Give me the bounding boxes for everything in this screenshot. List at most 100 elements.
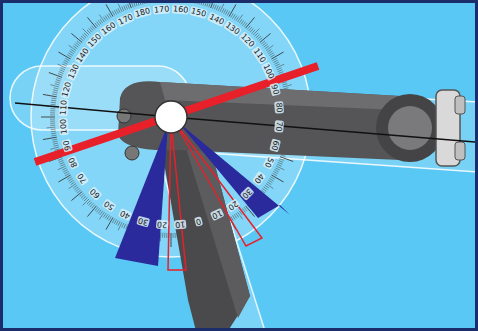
protractor-tick [50, 114, 55, 115]
protractor-tick [43, 94, 57, 96]
protractor-tick [253, 29, 259, 35]
protractor-tick [278, 70, 283, 72]
protractor-tick [83, 34, 87, 37]
protractor-tick [53, 92, 58, 93]
protractor-tick [51, 129, 56, 131]
protractor-tick [116, 220, 118, 224]
protractor-tick [261, 41, 265, 44]
protractor-tick [112, 218, 114, 222]
protractor-tick [266, 45, 273, 50]
protractor-tick [124, 224, 126, 229]
protractor-tick [283, 84, 288, 85]
protractor-tick [280, 157, 293, 162]
protractor-tick [265, 185, 269, 188]
protractor-tick [279, 72, 284, 74]
protractor-tick [218, 6, 220, 11]
protractor-tick [236, 17, 239, 21]
protractor-tick [46, 127, 55, 129]
protractor-tick [175, 233, 176, 238]
protractor-tick [107, 14, 110, 18]
protractor-tick [109, 13, 112, 17]
scale-number: 20 [155, 220, 168, 230]
protractor-tick [54, 145, 59, 146]
protractor-tick [51, 100, 56, 102]
protractor-tick [118, 221, 120, 225]
protractor-tick [274, 170, 278, 172]
protractor-tick [114, 10, 116, 14]
protractor-tick [257, 36, 261, 39]
protractor-tick [103, 17, 106, 21]
protractor-tick [238, 212, 243, 219]
protractor-tick [171, 233, 172, 247]
protractor-tick [277, 68, 282, 70]
protractor-tick [50, 121, 55, 122]
protractor-tick [52, 139, 57, 141]
protractor-tick [60, 68, 65, 70]
protractor-tick [73, 46, 77, 49]
protractor-tick [209, 3, 211, 8]
protractor-tick [128, 4, 130, 9]
protractor-tick [275, 64, 279, 66]
protractor-tick [284, 88, 289, 89]
protractor-tick [76, 43, 80, 46]
protractor-tick [126, 5, 128, 10]
protractor-tick [114, 219, 116, 223]
protractor-tick [58, 159, 63, 161]
protractor-tick [58, 175, 70, 182]
protractor-tick [262, 43, 266, 46]
protractor-tick [54, 88, 59, 89]
protractor-tick [122, 223, 124, 228]
protractor-tick [70, 180, 74, 183]
scale-number: 110 [58, 99, 68, 117]
protractor-tick [87, 17, 96, 28]
protractor-tick [232, 14, 235, 18]
protractor-tick [227, 11, 229, 15]
protractor-tick [67, 177, 71, 180]
protractor-tick [164, 233, 165, 238]
protractor-tick [67, 55, 71, 58]
protractor-tick [55, 84, 60, 85]
protractor-tick [88, 29, 91, 33]
protractor-tick [124, 6, 126, 11]
protractor-tick [80, 38, 84, 41]
protractor-tick [81, 36, 85, 39]
protractor-tick [162, 233, 163, 238]
protractor-tick [118, 222, 122, 230]
protractor-tick [60, 70, 65, 72]
protractor-tick [109, 216, 112, 220]
protractor-tick [51, 102, 56, 104]
protractor-tick [122, 6, 124, 11]
protractor-tick [58, 64, 66, 68]
protractor-tick [87, 30, 90, 34]
protractor-tick [281, 155, 286, 157]
protractor-tick [275, 168, 279, 170]
protractor-tick [98, 210, 101, 214]
protractor-tick [249, 27, 252, 31]
protractor-tick [132, 3, 134, 8]
scale-number: 170 [153, 4, 171, 14]
protractor-tick [71, 192, 82, 201]
protractor-tick [264, 44, 268, 47]
protractor-tick [50, 147, 59, 149]
protractor-tick [50, 119, 55, 120]
protractor-tick [276, 64, 284, 68]
protractor-tick [51, 104, 56, 106]
protractor-tick [71, 33, 82, 42]
protractor-tick [269, 53, 273, 56]
protractor-tick [103, 213, 106, 217]
protractor-tick [71, 49, 75, 52]
protractor-tick [118, 4, 122, 12]
scale-number: 160 [171, 4, 189, 14]
protractor-tick [216, 6, 218, 11]
protractor-tick [267, 49, 271, 52]
protractor-tick [51, 131, 56, 133]
protractor-tick [236, 213, 239, 217]
protractor-tick [279, 160, 284, 162]
protractor-tick [266, 184, 273, 189]
protractor-tick [222, 8, 224, 12]
protractor-tick [274, 62, 278, 64]
protractor-tick [50, 125, 55, 126]
protractor-tick [88, 202, 91, 206]
protractor-tick [52, 93, 57, 95]
